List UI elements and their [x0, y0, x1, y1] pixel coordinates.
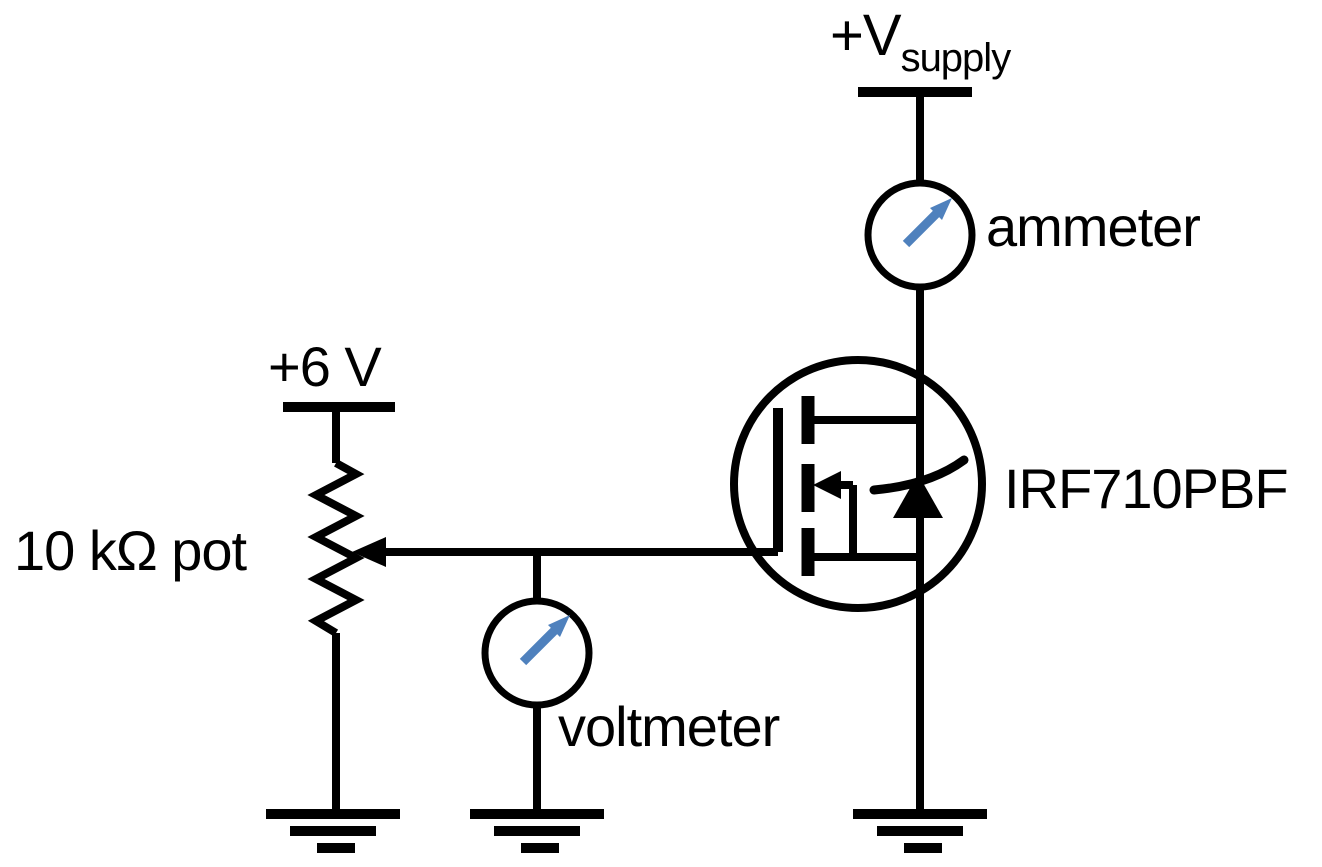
voltmeter-symbol: [481, 552, 593, 812]
supply-rail: [858, 87, 972, 184]
potentiometer-symbol: [283, 402, 395, 812]
ground-symbol-voltmeter: [470, 809, 604, 853]
pot-wiper-arrowhead: [352, 537, 386, 567]
pot-label: 10 kΩ pot: [14, 519, 247, 582]
ammeter-symbol: [864, 179, 976, 291]
body-diode-cathode-curve: [869, 455, 969, 495]
supply-voltage-subscript: supply: [900, 36, 1012, 80]
ground-symbol-pot: [266, 809, 400, 853]
mosfet-circle: [730, 356, 986, 612]
mosfet-part-label: IRF710PBF: [1004, 457, 1289, 520]
ammeter-needle-arrowhead: [930, 198, 952, 220]
mosfet-body-arrow-head: [813, 471, 841, 499]
body-diode-triangle: [893, 474, 943, 518]
mosfet-symbol: [730, 356, 986, 612]
voltmeter-label: voltmeter: [558, 695, 780, 758]
ammeter-needle: [902, 208, 942, 248]
supply-voltage-main: +V: [830, 3, 902, 68]
supply-voltage-label: +Vsupply: [830, 3, 1012, 80]
voltmeter-needle: [519, 626, 559, 666]
gate-bias-label: +6 V: [268, 335, 382, 398]
pot-zigzag: [307, 459, 365, 637]
voltmeter-needle-arrowhead: [548, 615, 570, 637]
ammeter-label: ammeter: [986, 195, 1201, 258]
ground-symbol-source: [853, 809, 987, 853]
